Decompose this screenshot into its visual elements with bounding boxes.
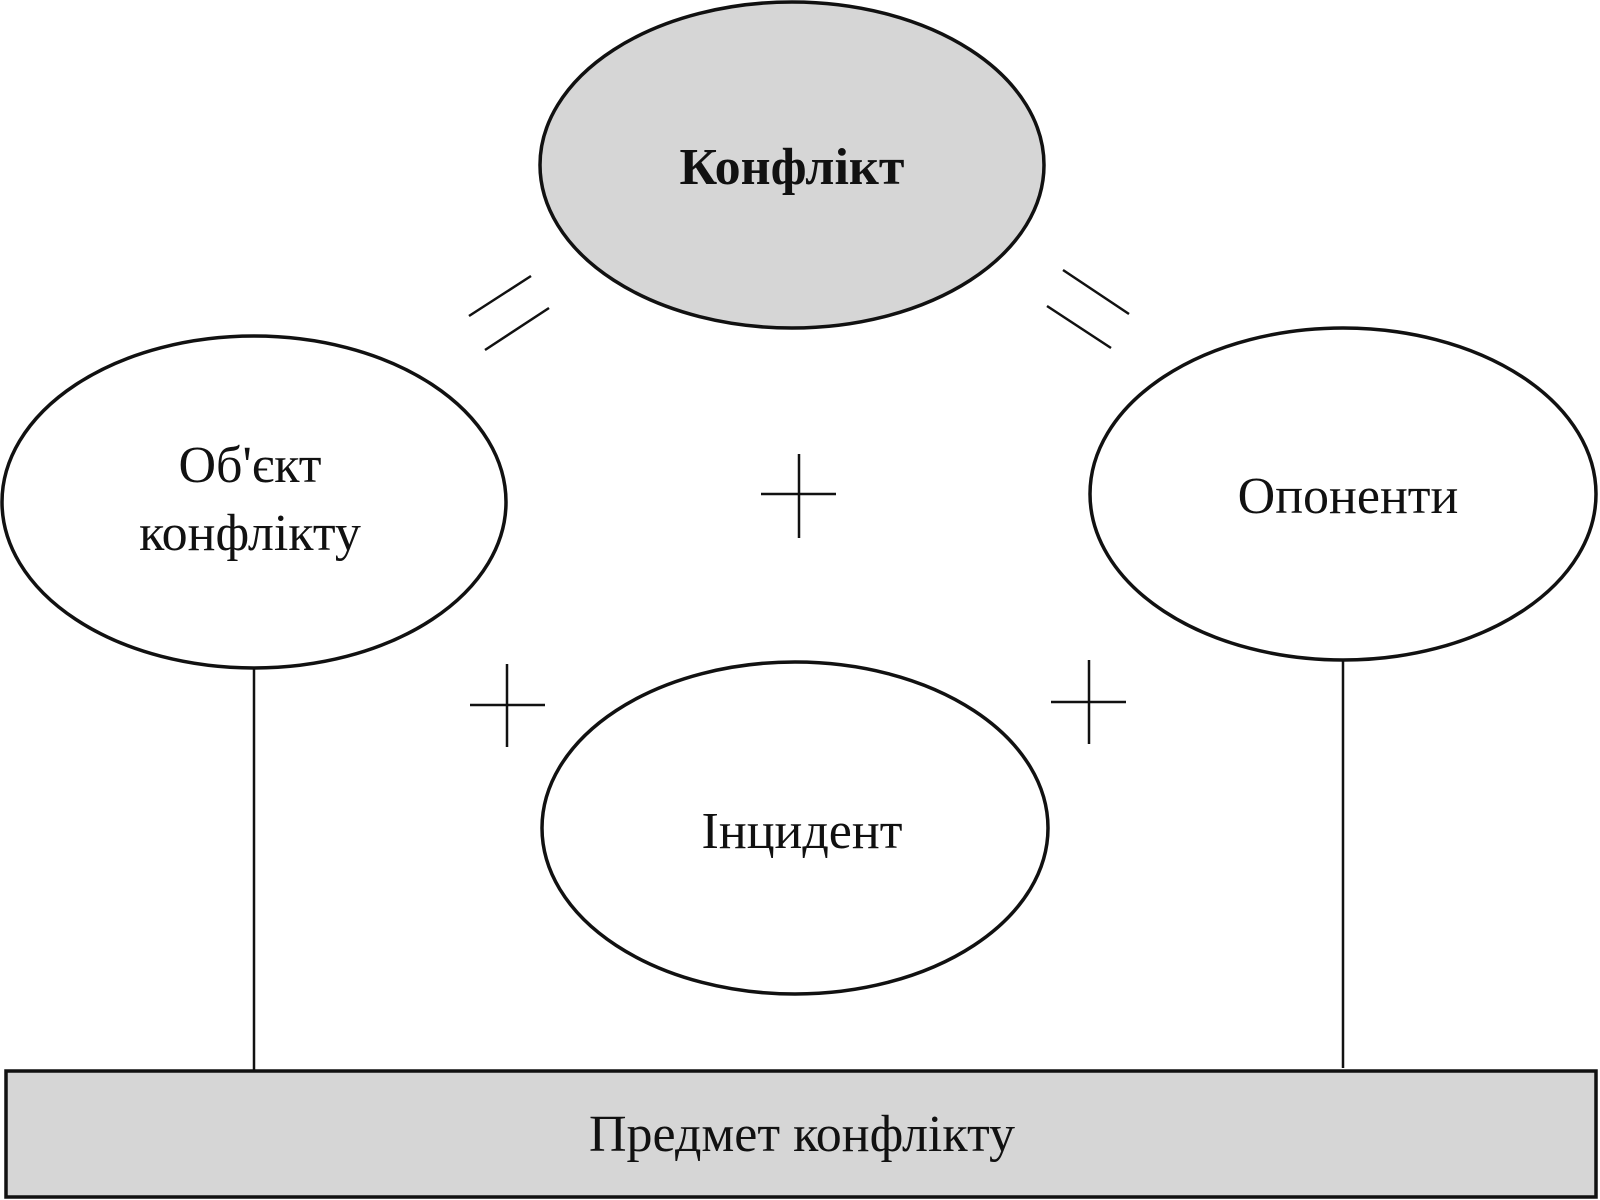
plus-sign-right [1051, 660, 1126, 744]
conflict-ellipse [538, 0, 1046, 330]
equals-sign-right [1046, 268, 1130, 350]
opponents-node: Опоненти [1088, 326, 1598, 662]
subject-bar-rect [4, 1069, 1598, 1199]
object-ellipse [0, 334, 508, 670]
conflict-node: Конфлікт [538, 0, 1046, 330]
opponents-ellipse [1088, 326, 1598, 662]
incident-node: Інцидент [540, 660, 1050, 996]
opponents-label: Опоненти [1238, 468, 1459, 525]
plus-sign-left [470, 664, 545, 747]
object-node: Об'єкт конфлікту [0, 334, 508, 670]
incident-ellipse [540, 660, 1050, 996]
object-label-line2: конфлікту [139, 505, 361, 562]
conflict-label: Конфлікт [680, 139, 905, 196]
equals-sign-left [468, 274, 550, 352]
subject-bar: Предмет конфлікту [4, 1069, 1598, 1199]
incident-label: Інцидент [702, 803, 903, 860]
plus-sign-center [761, 454, 836, 538]
object-label-line1: Об'єкт [179, 437, 322, 494]
subject-label: Предмет конфлікту [589, 1106, 1015, 1163]
